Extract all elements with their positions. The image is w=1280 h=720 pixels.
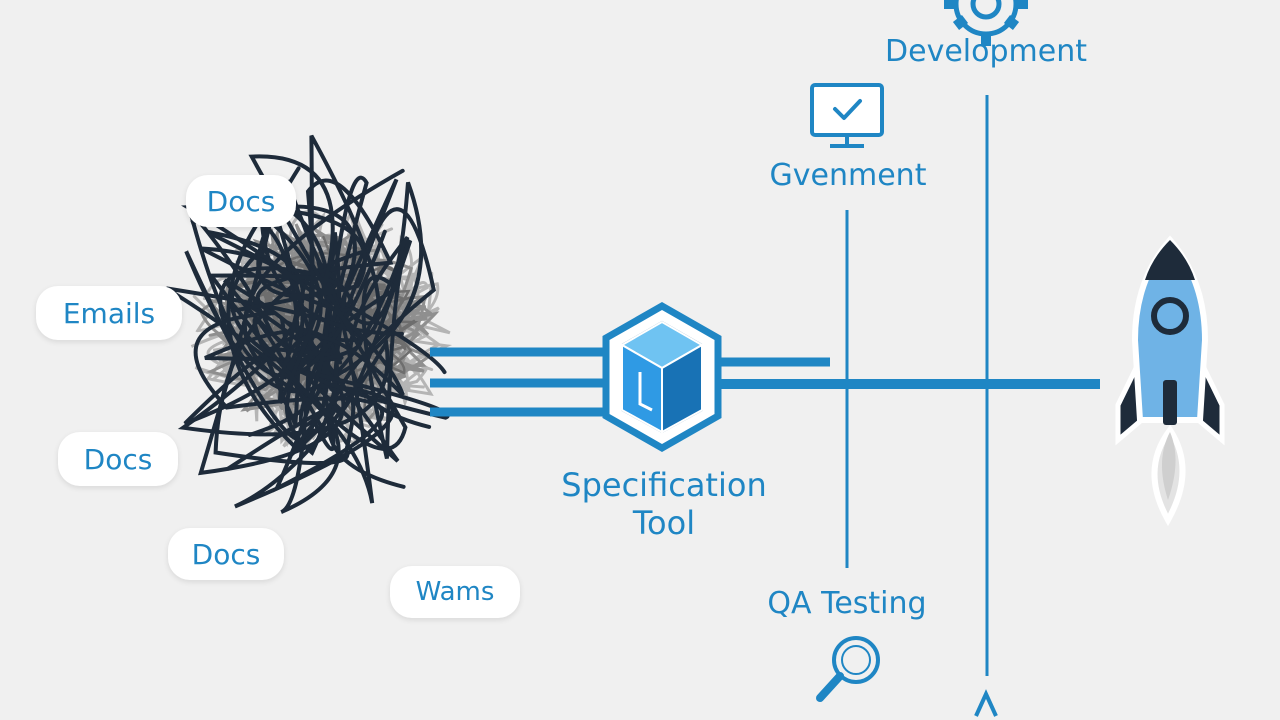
hub-label-line2: Tool bbox=[632, 504, 696, 542]
stage-gvenment-label: Gvenment bbox=[769, 158, 927, 193]
source-docs-bottom: Docs bbox=[168, 528, 284, 580]
output-flow-lines bbox=[715, 357, 1100, 389]
cube-hexagon-icon bbox=[602, 301, 722, 453]
source-wams-label: Wams bbox=[415, 577, 495, 607]
source-docs-top: Docs bbox=[186, 175, 296, 227]
source-wams: Wams bbox=[390, 566, 520, 618]
source-emails: Emails bbox=[36, 286, 182, 340]
scribble-stroke bbox=[181, 154, 408, 451]
stage-lines bbox=[845, 95, 989, 676]
source-docs-bottom-label: Docs bbox=[191, 537, 261, 571]
tangled-information-scribble bbox=[165, 134, 453, 514]
source-docs-mid-label: Docs bbox=[83, 442, 153, 476]
scribble-stroke bbox=[184, 179, 432, 476]
source-emails-label: Emails bbox=[62, 296, 156, 330]
monitor-check-icon bbox=[810, 83, 884, 148]
input-flow-lines bbox=[430, 347, 610, 417]
stage-qa-testing-label: QA Testing bbox=[767, 586, 927, 621]
stage-development-label: Development bbox=[885, 34, 1087, 69]
source-docs-mid: Docs bbox=[58, 432, 178, 486]
magnifier-icon bbox=[816, 636, 880, 702]
hub-label-line1: Specification bbox=[561, 466, 767, 504]
hub-label: Specification Tool bbox=[540, 466, 788, 542]
caret-icon bbox=[974, 689, 998, 717]
gear-icon bbox=[944, 0, 1028, 46]
rocket-icon bbox=[1115, 235, 1225, 527]
source-docs-top-label: Docs bbox=[206, 184, 276, 218]
